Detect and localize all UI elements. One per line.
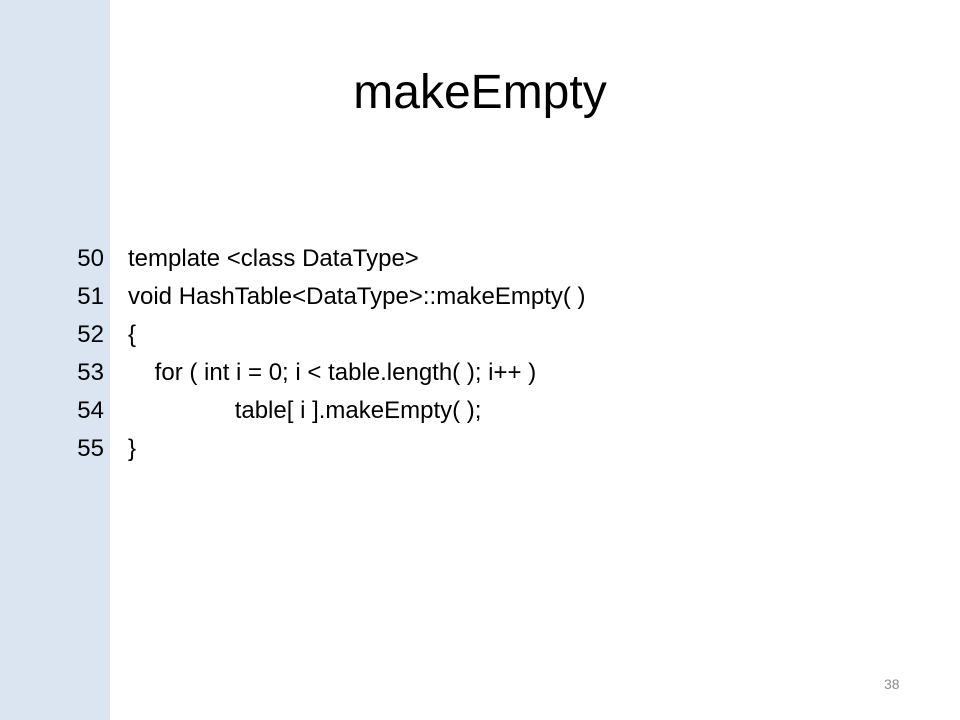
code-line: 53 for ( int i = 0; i < table.length( );… — [56, 354, 936, 392]
code-text: for ( int i = 0; i < table.length( ); i+… — [128, 359, 537, 386]
code-text: template <class DataType> — [128, 245, 419, 272]
code-text: { — [128, 321, 137, 348]
line-number: 53 — [77, 359, 104, 386]
code-listing: 50 template <class DataType> 51 void Has… — [56, 240, 936, 468]
line-number: 54 — [77, 397, 104, 424]
code-line: 51 void HashTable<DataType>::makeEmpty( … — [56, 278, 936, 316]
line-number: 52 — [77, 321, 104, 348]
code-line: 54 table[ i ].makeEmpty( ); — [56, 392, 936, 430]
code-line: 52 { — [56, 316, 936, 354]
slide-title: makeEmpty — [353, 66, 607, 119]
page-number: 38 — [884, 676, 900, 692]
left-accent-band — [0, 0, 110, 720]
code-text: table[ i ].makeEmpty( ); — [128, 397, 482, 424]
line-number: 50 — [77, 245, 104, 272]
code-text: void HashTable<DataType>::makeEmpty( ) — [128, 283, 586, 310]
code-line: 55 } — [56, 430, 936, 468]
line-number: 55 — [77, 435, 104, 462]
line-number: 51 — [77, 283, 104, 310]
code-line: 50 template <class DataType> — [56, 240, 936, 278]
code-text: } — [128, 435, 137, 462]
